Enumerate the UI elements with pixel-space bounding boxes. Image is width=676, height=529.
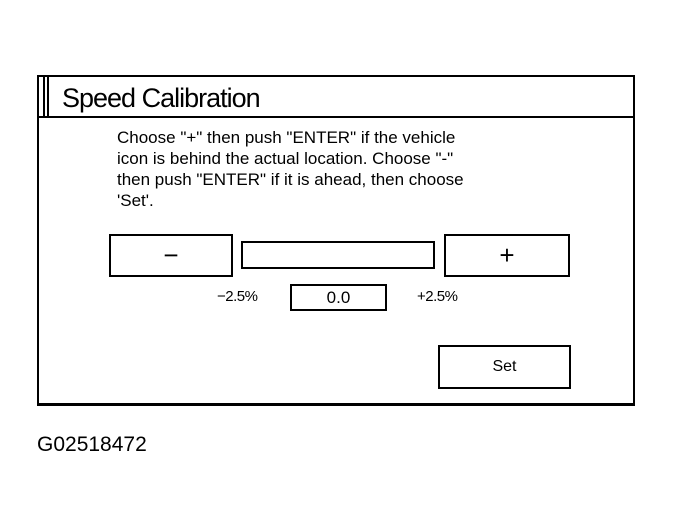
title-bar: Speed Calibration bbox=[39, 77, 633, 118]
range-min-label: −2.5% bbox=[217, 288, 258, 305]
range-max-label: +2.5% bbox=[417, 288, 458, 305]
title-marker-icon bbox=[43, 77, 49, 116]
calibration-slider-track[interactable] bbox=[241, 241, 435, 269]
increase-button[interactable]: + bbox=[444, 234, 570, 277]
figure-id-caption: G02518472 bbox=[37, 433, 147, 456]
set-button[interactable]: Set bbox=[438, 345, 571, 389]
increase-button-label: + bbox=[499, 240, 515, 270]
calibration-value-display: 0.0 bbox=[290, 284, 387, 311]
decrease-button-label: − bbox=[163, 240, 179, 270]
instructions-text: Choose "+" then push "ENTER" if the vehi… bbox=[117, 128, 464, 210]
decrease-button[interactable]: − bbox=[109, 234, 233, 277]
page-title: Speed Calibration bbox=[62, 83, 261, 113]
set-button-label: Set bbox=[492, 358, 517, 375]
calibration-value: 0.0 bbox=[326, 287, 351, 307]
speed-calibration-screen: Speed Calibration Choose "+" then push "… bbox=[37, 75, 635, 406]
